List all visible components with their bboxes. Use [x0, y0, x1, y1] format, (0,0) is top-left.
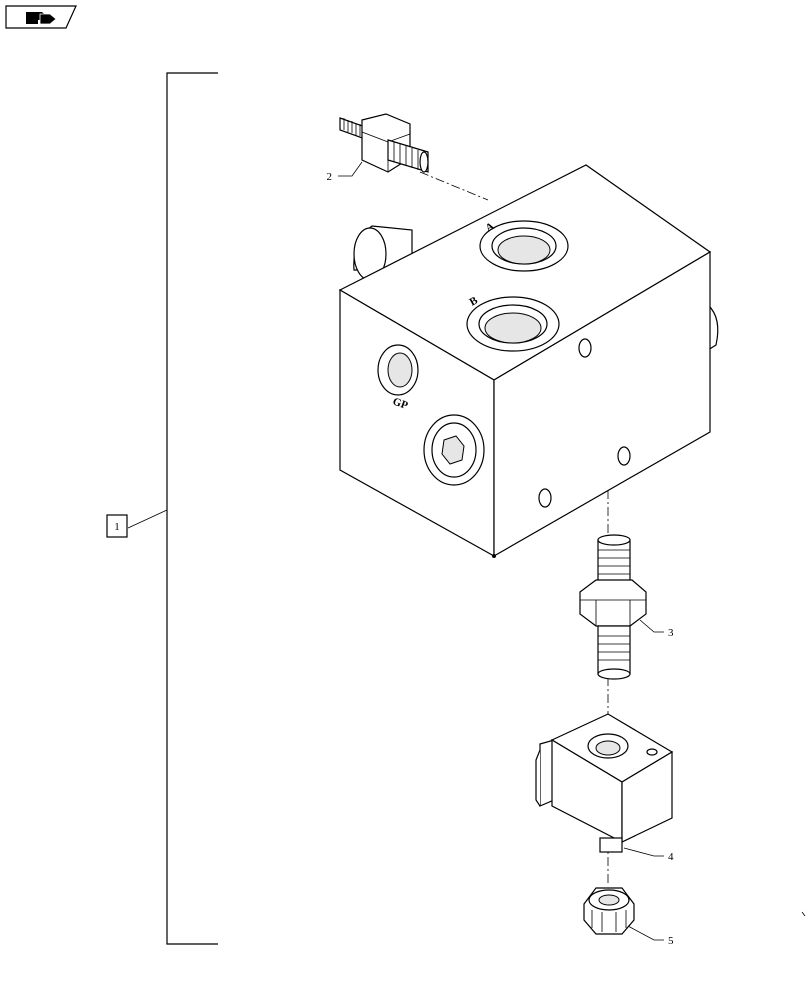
corner-mark	[801, 911, 806, 917]
callout-5: 5	[627, 925, 674, 947]
mounting-hole	[578, 338, 592, 358]
callout-3-label: 3	[668, 627, 674, 639]
back-navigation-icon[interactable]	[5, 5, 77, 29]
port-b: B	[466, 294, 560, 352]
port-gp: GP	[377, 344, 419, 413]
part-5-knurled-nut	[583, 887, 635, 935]
callout-4-label: 4	[668, 851, 674, 863]
callout-2-label: 2	[327, 171, 333, 183]
callout-3: 3	[639, 619, 674, 639]
port-gp-label: GP	[391, 396, 410, 413]
callout-4: 4	[623, 847, 674, 863]
mounting-hole	[538, 488, 552, 508]
callout-1: 1	[106, 514, 128, 538]
part-3-cartridge-stud	[579, 534, 647, 680]
port-a: A	[479, 220, 569, 272]
part-4-solenoid-coil	[535, 713, 674, 853]
hex-socket-plug	[423, 414, 485, 486]
part-2-fitting	[339, 113, 429, 173]
valve-block: A B GP	[338, 164, 719, 558]
mounting-hole	[617, 446, 631, 466]
assembly-bracket	[127, 72, 218, 945]
callout-2: 2	[327, 161, 363, 183]
callout-5-label: 5	[668, 935, 674, 947]
callout-1-label: 1	[114, 521, 120, 533]
